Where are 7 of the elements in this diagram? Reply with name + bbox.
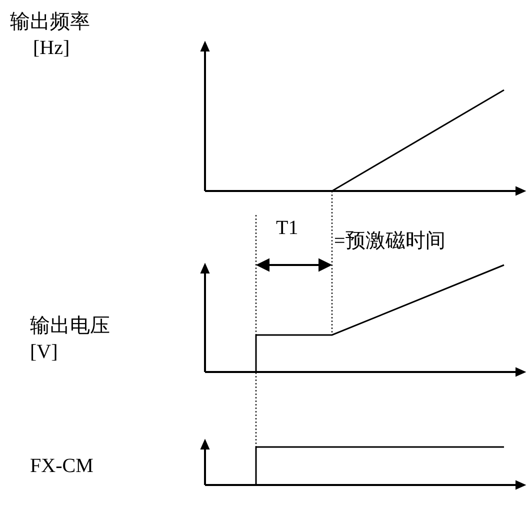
unit-label: [Hz]: [33, 38, 70, 58]
unit-label: [V]: [30, 342, 58, 362]
signal-name: FX-CM: [30, 456, 94, 476]
axis-title: 输出电压: [30, 316, 110, 336]
time-label: T1: [276, 218, 298, 238]
note-text: =预激磁时间: [334, 231, 446, 251]
axis-title: 输出频率: [10, 12, 90, 32]
